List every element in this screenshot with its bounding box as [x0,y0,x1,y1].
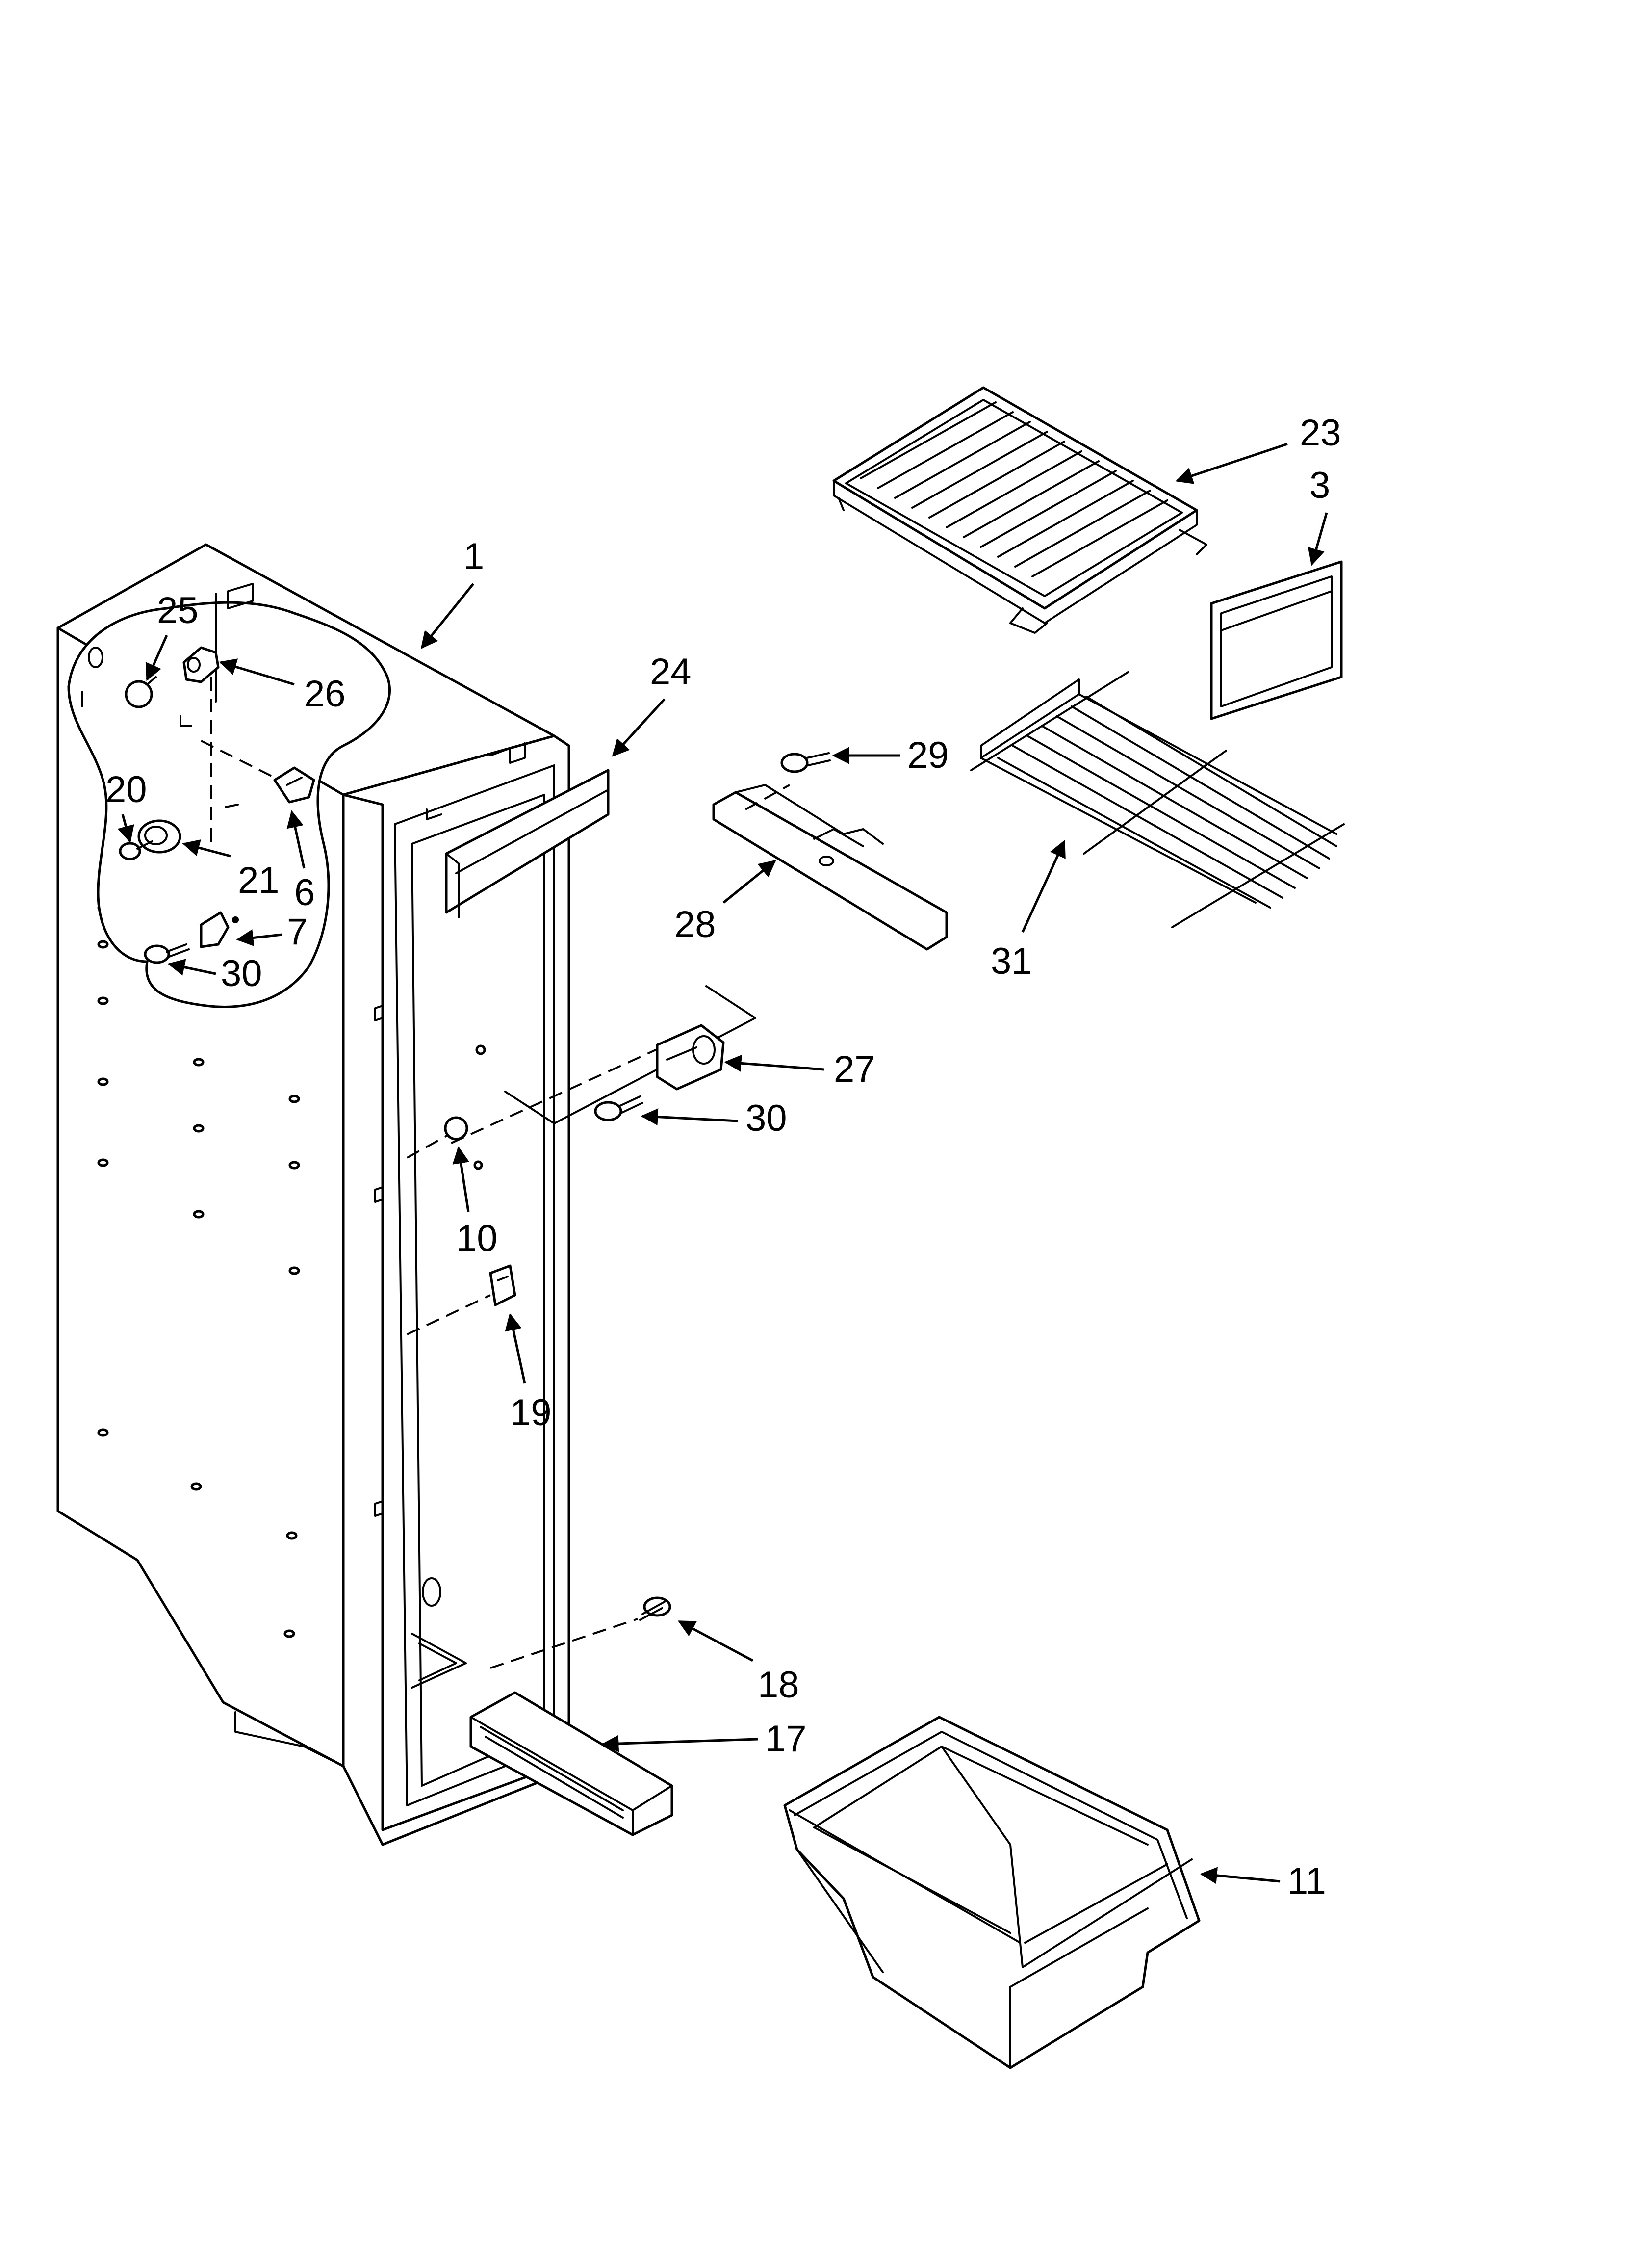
screw-part-20 [119,840,153,860]
callout-label-18: 18 [758,1664,799,1706]
light-clip-part-6 [273,766,315,804]
callout-label-11: 11 [1287,1860,1326,1902]
callout-11: 11 [1200,1860,1326,1902]
switch-part-19 [407,1264,516,1335]
control-knob-part-21 [137,819,181,854]
callout-24: 24 [612,651,692,757]
callout-30-center: 30 [641,1097,787,1139]
screw-part-30-left [144,943,190,964]
callout-label-19: 19 [510,1392,552,1434]
callout-26: 26 [219,658,346,715]
callout-label-24: 24 [650,651,692,693]
rack-wires-31 [997,696,1337,909]
bracket-part-28 [712,784,948,951]
callout-18: 18 [677,1620,799,1706]
wire-rack-part-31 [970,671,1345,928]
screw-part-30-center [594,1095,643,1121]
callout-label-28: 28 [674,904,716,945]
callout-7: 7 [236,911,308,953]
callout-label-30-center: 30 [745,1097,787,1139]
callout-28: 28 [674,860,776,945]
callout-label-29: 29 [907,734,949,776]
callout-1: 1 [420,536,484,649]
callout-31: 31 [991,839,1066,982]
plug-part-10 [407,1116,483,1170]
callout-label-21: 21 [238,860,280,901]
wire-shelf-part-23 [832,386,1207,634]
callout-29: 29 [832,734,949,776]
callout-21: 21 [182,839,280,901]
callout-25: 25 [145,590,199,681]
control-housing-part-27 [451,985,756,1144]
callout-label-26: 26 [304,673,346,715]
callout-label-20: 20 [105,769,147,810]
callout-19: 19 [505,1313,552,1434]
callout-label-6: 6 [294,872,315,913]
callout-label-23: 23 [1300,412,1341,454]
callout-30-left: 30 [167,953,262,994]
callout-label-27: 27 [834,1048,875,1090]
callout-label-17: 17 [765,1718,807,1760]
screw-part-18 [490,1596,671,1669]
glass-panel-part-3 [1210,560,1343,720]
callout-6: 6 [286,810,315,913]
storage-bin-part-11 [783,1716,1201,2069]
screw-small [225,804,239,808]
callout-10: 10 [452,1146,498,1259]
callout-3: 3 [1308,465,1330,566]
callout-27: 27 [724,1048,875,1090]
assembly-line-6 [201,740,290,786]
callout-20: 20 [105,769,147,843]
callout-label-30-left: 30 [221,953,262,994]
bracket-part-7 [200,911,239,948]
callout-label-7: 7 [287,911,308,953]
callout-23: 23 [1175,412,1341,484]
callout-label-3: 3 [1309,465,1330,506]
callout-label-31: 31 [991,940,1032,982]
callout-label-25: 25 [157,590,199,631]
callout-label-1: 1 [463,536,484,577]
grille-part-17 [469,1691,673,1836]
screw-part-29 [745,752,831,810]
light-socket-part-26 [182,646,220,683]
shelf-wires-23 [860,401,1168,577]
diffuser-part-24 [445,769,610,918]
callout-17: 17 [601,1718,807,1760]
callout-label-10: 10 [456,1218,498,1259]
